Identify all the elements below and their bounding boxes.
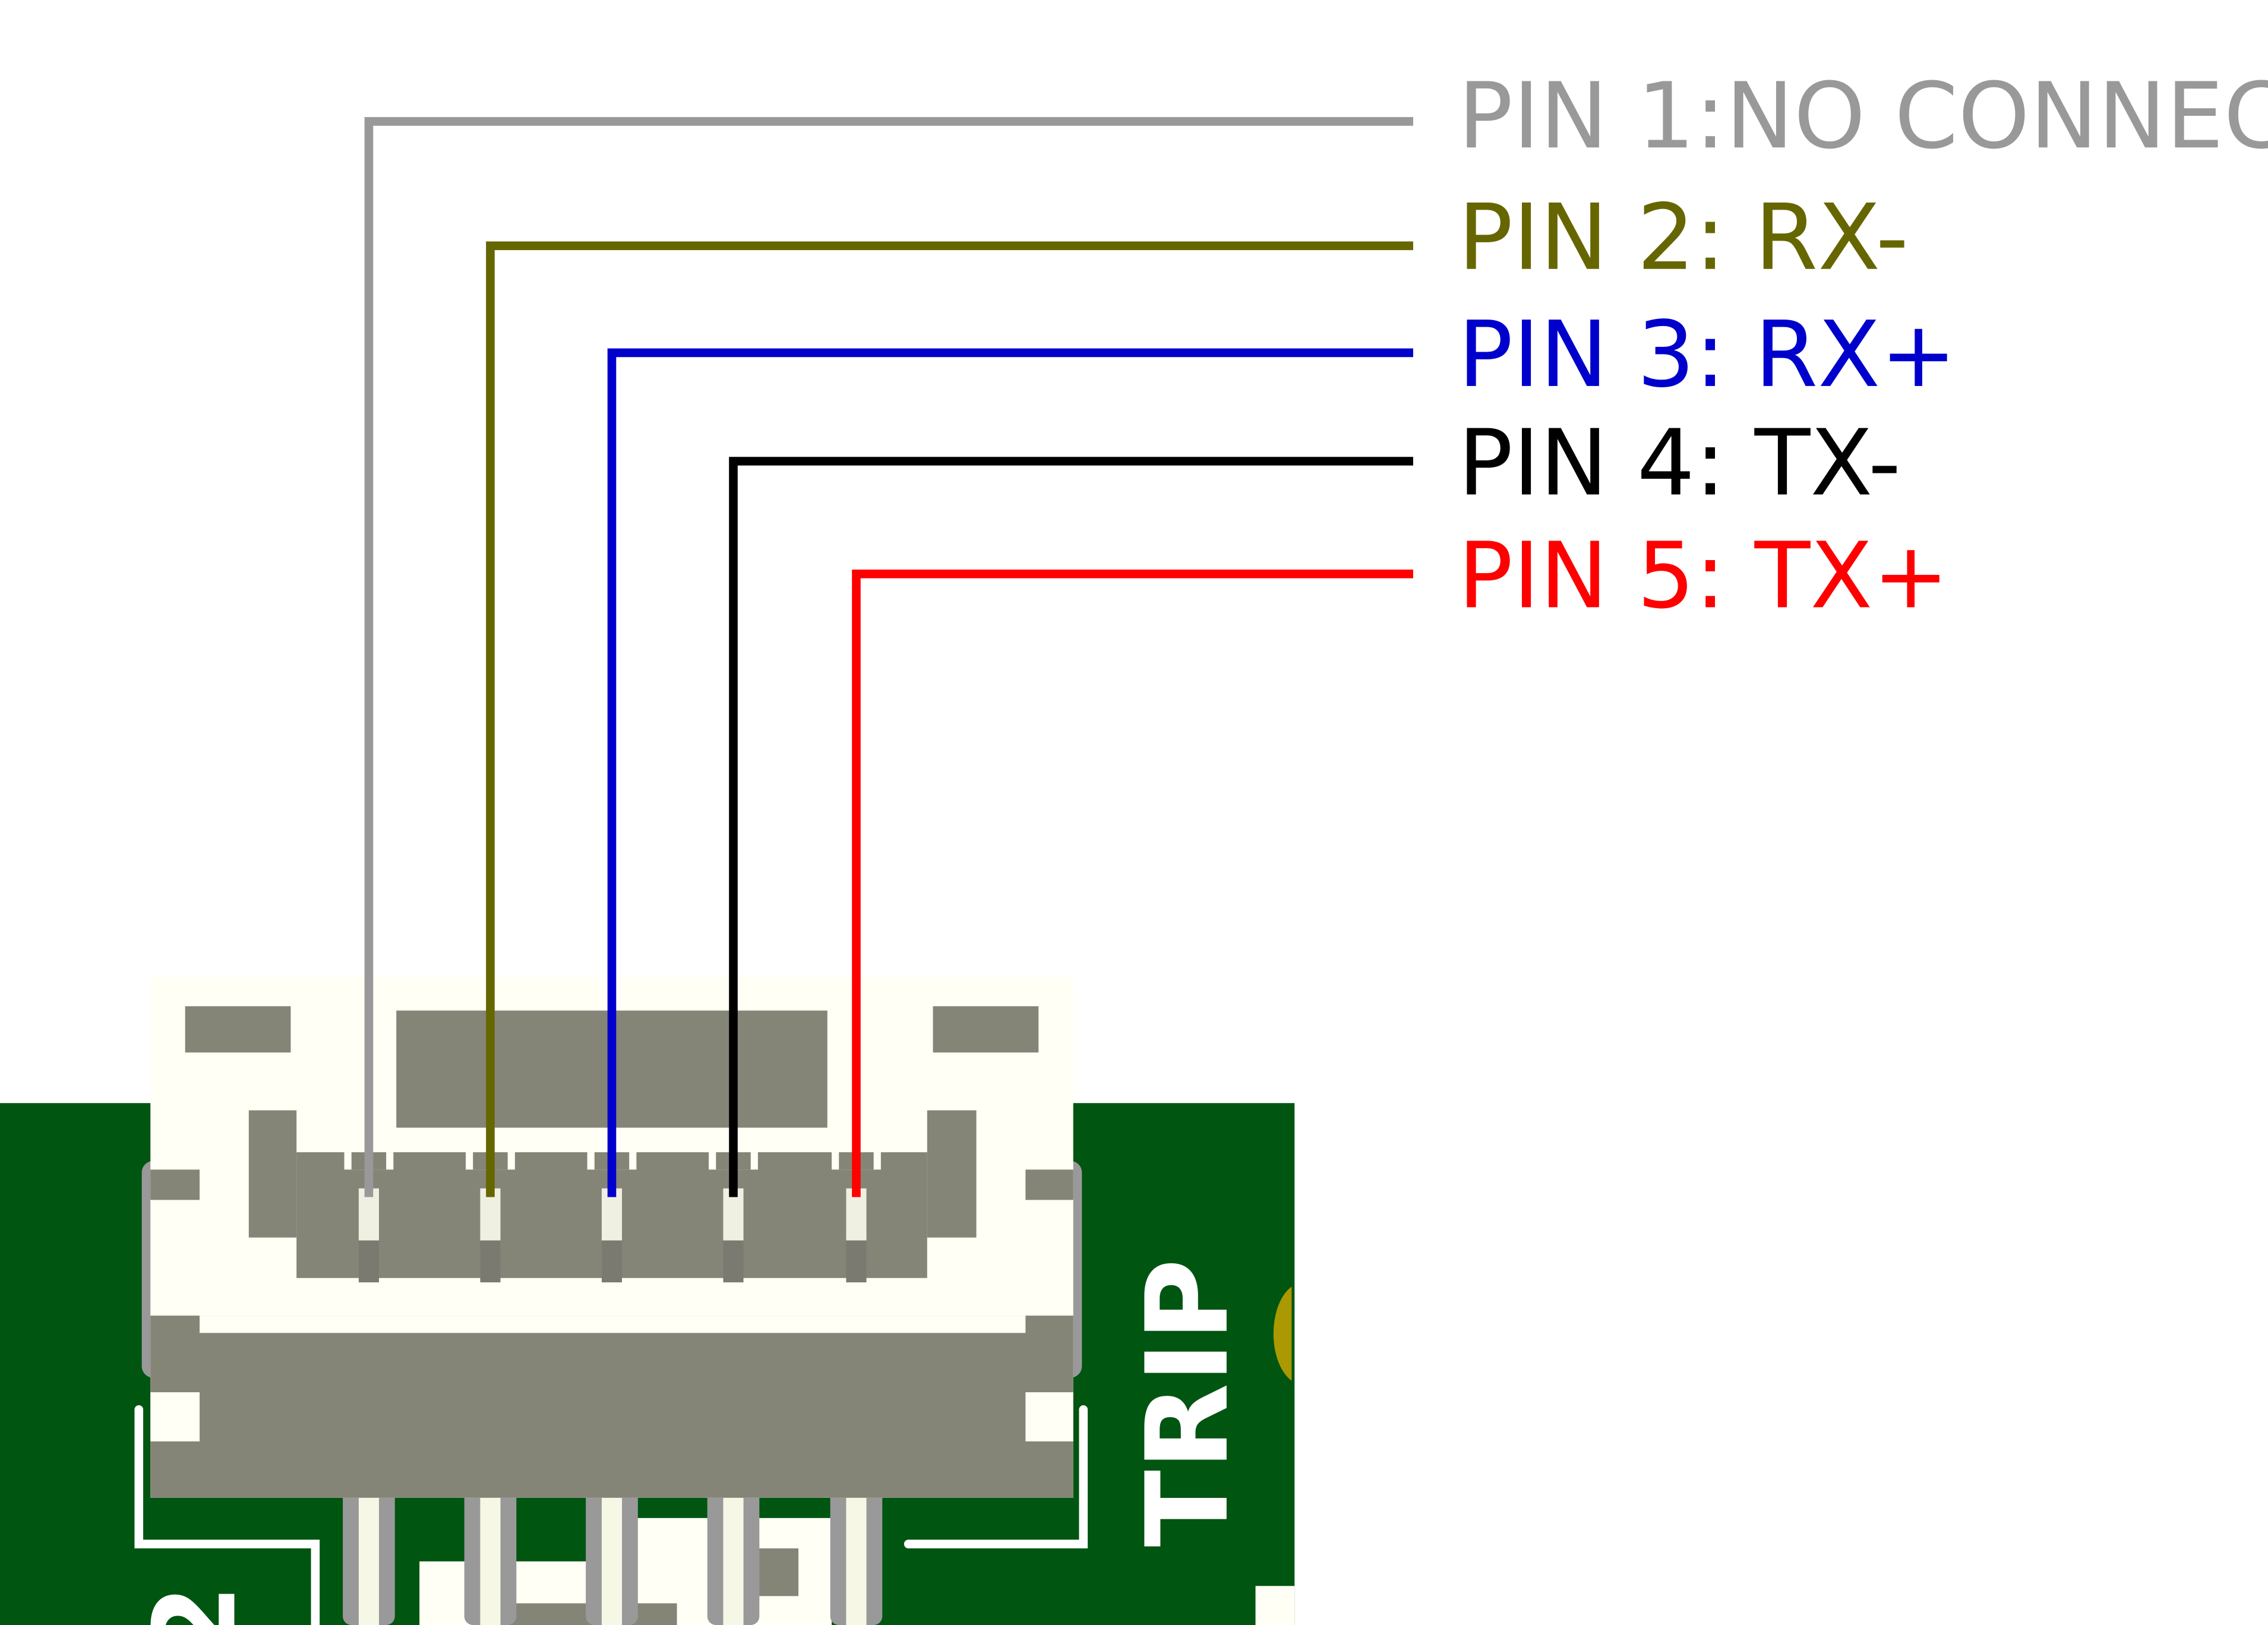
pin-contact-shadow — [846, 1240, 867, 1283]
pin-leg-core — [601, 1497, 623, 1625]
pin-2-leader — [486, 241, 1413, 1197]
pin-contact-shadow — [601, 1240, 623, 1283]
pin-1-leader — [364, 117, 1413, 1197]
pin-leg-core — [358, 1497, 379, 1625]
pin-5-leader — [852, 570, 1413, 1197]
pin-labels: PIN 1:NO CONNECT PIN 2: RX- PIN 3: RX+ P… — [1458, 64, 2268, 629]
pin-2-label: PIN 2: RX- — [1458, 185, 1909, 291]
pin-leader-lines — [364, 117, 1413, 1197]
pin-4-label: PIN 4: TX- — [1458, 411, 1901, 517]
pin-contact-shadow — [723, 1240, 744, 1283]
pin-1-label: PIN 1:NO CONNECT — [1458, 64, 2268, 169]
pin-3-label: PIN 3: RX+ — [1458, 302, 1956, 408]
pin-leg-core — [480, 1497, 501, 1625]
silkscreen-2: 2 — [129, 1584, 261, 1625]
pin-contact-shadow — [358, 1240, 379, 1283]
pin-5-label: PIN 5: TX+ — [1458, 523, 1949, 629]
pin-leg-core — [723, 1497, 744, 1625]
pin-leg-core — [846, 1497, 867, 1625]
silkscreen-outline — [134, 1405, 1088, 1625]
pin-contact-shadow — [480, 1240, 501, 1283]
pin-3-leader — [607, 348, 1413, 1197]
pad-edge — [1273, 1286, 1292, 1381]
pin-4-leader — [729, 457, 1413, 1197]
silkscreen-trip: TRIP — [1122, 1259, 1253, 1547]
